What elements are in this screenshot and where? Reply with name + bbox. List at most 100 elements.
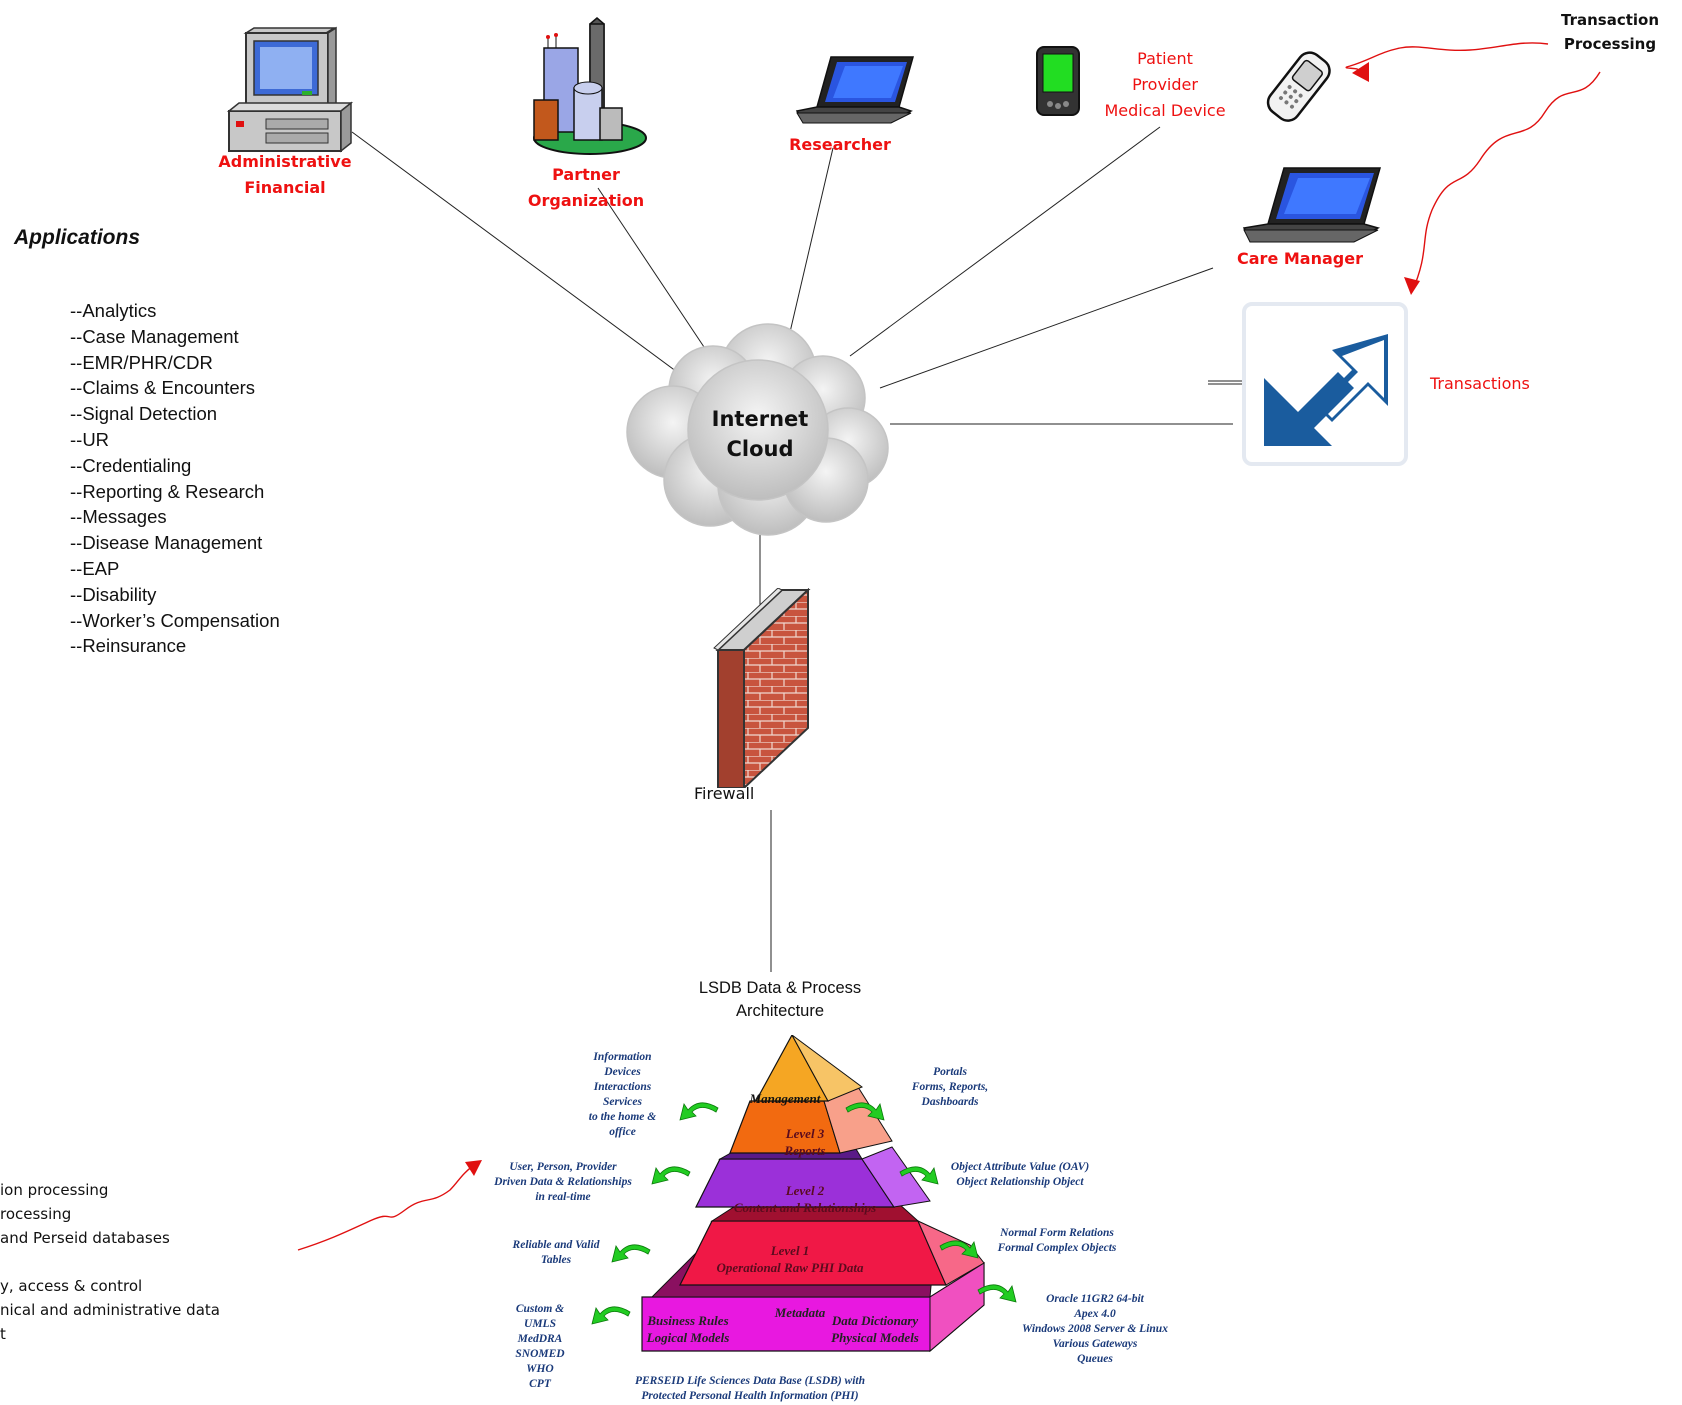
- pda-icon: [1036, 46, 1080, 116]
- pyramid-base-right-line2: Physical Models: [831, 1330, 919, 1345]
- bottom-left-line: [0, 1250, 220, 1274]
- app-item: --Case Management: [70, 325, 239, 347]
- app-item: --Reinsurance: [70, 635, 187, 657]
- note-line: Services: [603, 1096, 642, 1108]
- architecture-title-line2: Architecture: [735, 1002, 825, 1020]
- bottom-left-line: y, access & control: [0, 1277, 143, 1295]
- label-internet-cloud: Internet Cloud: [680, 404, 840, 464]
- line-care-manager: [879, 267, 1214, 389]
- pyramid-level2-line2: Content and Relationships: [733, 1200, 877, 1215]
- note-line: Forms, Reports,: [911, 1081, 989, 1093]
- pyramid-level3-label: Level 3 Reports: [755, 1125, 855, 1159]
- label-administrative-line2: Financial: [244, 178, 326, 197]
- label-patient: Patient Provider Medical Device: [1085, 46, 1245, 124]
- pyramid-level1-label: Level 1 Operational Raw PHI Data: [690, 1242, 890, 1276]
- bottom-left-notes: ion processing rocessing and Perseid dat…: [0, 1178, 220, 1346]
- arrow-to-phone: [1345, 42, 1549, 74]
- pyramid-level3-line1: Level 3: [785, 1126, 825, 1141]
- line-partner: [597, 187, 717, 366]
- pyramid-base-left-line1: Business Rules: [647, 1313, 729, 1328]
- note-line: Reliable and Valid: [512, 1239, 600, 1251]
- label-transaction-processing-line2: Processing: [1563, 35, 1657, 53]
- app-item: --Signal Detection: [70, 403, 218, 425]
- note-line: in real-time: [535, 1191, 591, 1203]
- arrow-to-pyramid: [297, 1161, 479, 1251]
- app-item: --Analytics: [70, 300, 157, 321]
- app-item: --Reporting & Research: [70, 480, 265, 502]
- pyramid-caption: PERSEID Life Sciences Data Base (LSDB) w…: [600, 1374, 900, 1389]
- label-internet-cloud-line2: Cloud: [726, 437, 794, 461]
- arrow-to-transactions: [1411, 71, 1601, 293]
- bottom-left-line: nical and administrative data: [0, 1301, 220, 1319]
- pyramid-level2-label: Level 2 Content and Relationships: [705, 1182, 905, 1216]
- note-oracle: Oracle 11GR2 64-bit Apex 4.0 Windows 200…: [1000, 1292, 1190, 1367]
- label-internet-cloud-line1: Internet: [711, 407, 809, 431]
- cloud-icon: [626, 323, 889, 536]
- app-item: --Claims & Encounters: [70, 377, 256, 399]
- note-line: Normal Form Relations: [1000, 1227, 1114, 1239]
- note-line: Object Relationship Object: [956, 1176, 1084, 1188]
- lsdb-pyramid: [641, 1035, 985, 1353]
- label-transaction-processing-line1: Transaction: [1560, 11, 1660, 29]
- note-line: Portals: [933, 1066, 967, 1078]
- label-transactions: Transactions: [1430, 374, 1530, 393]
- label-patient-line1: Patient: [1137, 49, 1193, 68]
- pyramid-base-right: Data Dictionary Physical Models: [815, 1312, 935, 1346]
- note-reliable: Reliable and Valid Tables: [496, 1238, 616, 1268]
- note-line: Object Attribute Value (OAV): [950, 1161, 1090, 1173]
- bottom-left-line: ion processing: [0, 1181, 109, 1199]
- note-line: Apex 4.0: [1074, 1308, 1116, 1320]
- label-researcher: Researcher: [789, 135, 891, 154]
- label-firewall: Firewall: [694, 784, 755, 803]
- pyramid-metadata-label: Metadata: [774, 1305, 826, 1320]
- caption-line1: PERSEID Life Sciences Data Base (LSDB) w…: [634, 1375, 865, 1387]
- note-normal: Normal Form Relations Formal Complex Obj…: [982, 1226, 1132, 1256]
- cell-phone-icon: [1266, 51, 1331, 122]
- firewall-icon: [713, 588, 811, 788]
- pyramid-base-left-line2: Logical Models: [646, 1330, 730, 1345]
- note-line: Windows 2008 Server & Linux: [1022, 1323, 1168, 1335]
- pyramid-base-left: Business Rules Logical Models: [628, 1312, 748, 1346]
- note-line: Custom &: [515, 1303, 565, 1315]
- app-item: --UR: [70, 428, 110, 450]
- pyramid-level1-line1: Level 1: [770, 1243, 810, 1258]
- note-line: Driven Data & Relationships: [494, 1176, 632, 1188]
- label-transaction-processing: Transaction Processing: [1540, 8, 1680, 56]
- note-line: Formal Complex Objects: [997, 1242, 1117, 1254]
- architecture-title-line1: LSDB Data & Process: [698, 979, 862, 997]
- note-line: Oracle 11GR2 64-bit: [1046, 1293, 1144, 1305]
- app-item: --EMR/PHR/CDR: [70, 351, 213, 373]
- note-line: SNOMED: [515, 1348, 565, 1360]
- note-line: Devices: [604, 1066, 641, 1078]
- note-information: Information Devices Interactions Service…: [570, 1050, 675, 1140]
- label-administrative: Administrative Financial: [195, 149, 375, 201]
- line-patient: [849, 126, 1161, 357]
- architecture-title: LSDB Data & Process Architecture: [660, 977, 900, 1023]
- pyramid-management-label: Management: [749, 1091, 821, 1106]
- care-manager-laptop-icon: [1242, 167, 1381, 243]
- bottom-left-line: t: [0, 1325, 6, 1343]
- note-line: UMLS: [524, 1318, 556, 1330]
- label-partner-line2: Organization: [527, 191, 645, 210]
- note-line: Information: [593, 1051, 652, 1063]
- note-line: to the home &: [588, 1111, 657, 1123]
- note-line: Dashboards: [921, 1096, 979, 1108]
- desktop-computer-icon: [226, 26, 354, 153]
- note-oav: Object Attribute Value (OAV) Object Rela…: [930, 1160, 1110, 1190]
- app-item: --EAP: [70, 557, 120, 579]
- label-patient-line2: Provider: [1132, 75, 1198, 94]
- label-patient-line3: Medical Device: [1104, 101, 1226, 120]
- label-administrative-line1: Administrative: [218, 152, 352, 171]
- line-administrative: [351, 131, 693, 384]
- note-line: Queues: [1077, 1353, 1113, 1365]
- note-line: WHO: [526, 1363, 554, 1375]
- app-item: --Worker’s Compensation: [70, 609, 280, 631]
- note-custom: Custom & UMLS MedDRA SNOMED WHO CPT: [505, 1302, 575, 1392]
- note-line: Various Gateways: [1052, 1338, 1138, 1350]
- label-care-manager: Care Manager: [1237, 249, 1363, 268]
- note-line: Tables: [540, 1254, 572, 1266]
- applications-list: --Analytics --Case Management --EMR/PHR/…: [70, 298, 280, 659]
- note-line: Interactions: [593, 1081, 652, 1093]
